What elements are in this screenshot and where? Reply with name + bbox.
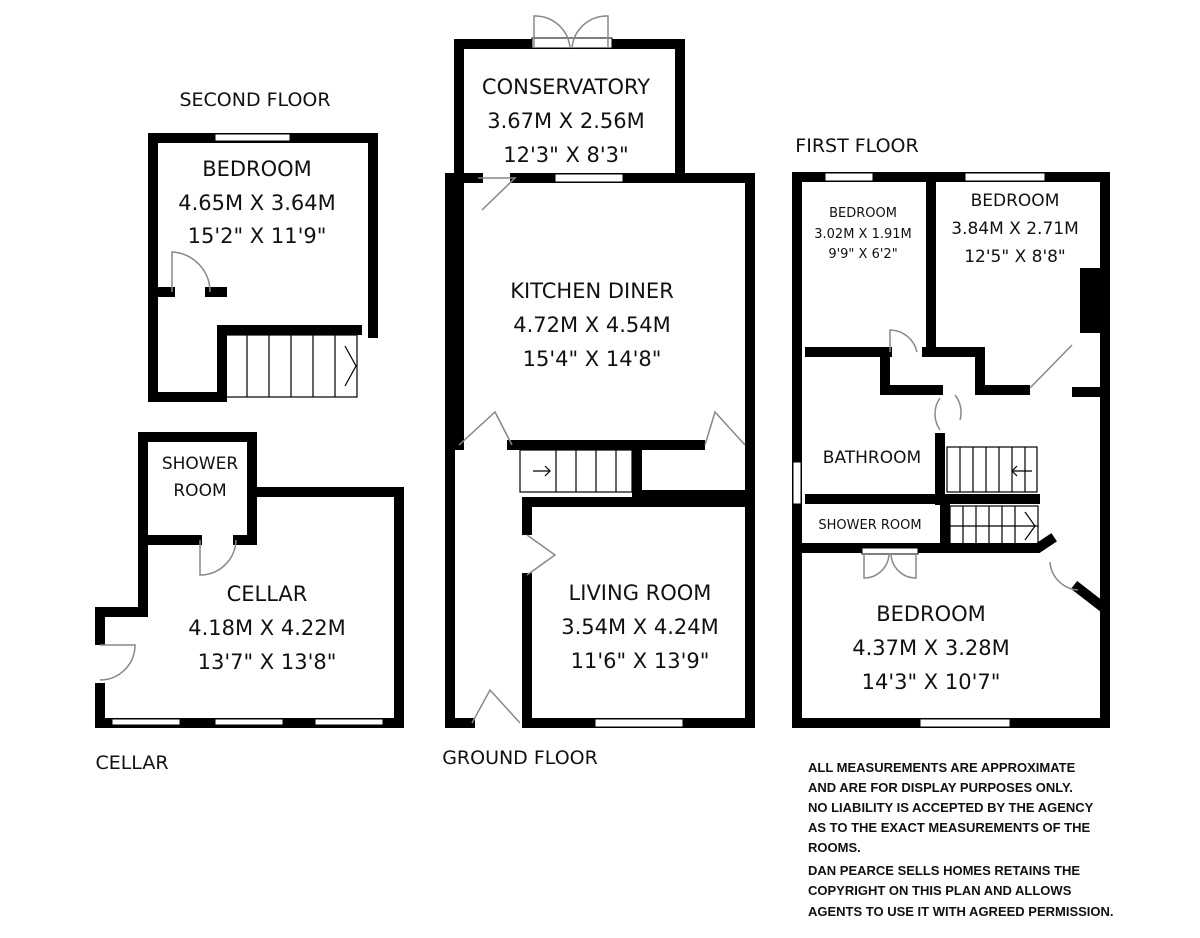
ground-floor-label: GROUND FLOOR: [442, 747, 598, 769]
french-doors: [861, 547, 919, 555]
staircase: [224, 334, 358, 398]
door: [526, 534, 557, 576]
room-metric: 3.84M X 2.71M: [951, 219, 1079, 239]
chimney-breast: [1080, 268, 1100, 333]
room-name: SHOWER: [162, 454, 239, 474]
disclaimer-line: NO LIABILITY IS ACCEPTED BY THE AGENCY: [808, 800, 1094, 815]
room-name: BATHROOM: [823, 448, 921, 468]
door: [863, 552, 917, 579]
wall: [880, 347, 943, 395]
staircase: [949, 505, 1039, 547]
door: [1049, 561, 1079, 591]
disclaimer-line: COPYRIGHT ON THIS PLAN AND ALLOWS: [808, 883, 1072, 898]
room-name: BEDROOM: [971, 191, 1060, 211]
disclaimer-line: AS TO THE EXACT MEASUREMENTS OF THE: [808, 820, 1090, 835]
window: [111, 718, 181, 726]
wall: [148, 133, 378, 402]
room-imperial: 15'4" X 14'8": [523, 347, 662, 371]
room-metric: 3.02M X 1.91M: [814, 227, 912, 242]
door: [171, 251, 211, 293]
window: [824, 172, 874, 182]
room-metric: 3.67M X 2.56M: [487, 109, 645, 133]
window: [964, 172, 1046, 182]
cellar-plan: [95, 432, 404, 728]
room-name: CONSERVATORY: [482, 75, 650, 99]
door: [99, 644, 136, 681]
second-floor-label: SECOND FLOOR: [179, 89, 330, 111]
door: [533, 15, 609, 49]
cellar-label: CELLAR: [95, 752, 168, 774]
door: [199, 539, 237, 576]
disclaimer-line: AGENTS TO USE IT WITH AGREED PERMISSION.: [808, 904, 1114, 919]
room-imperial: 9'9" X 6'2": [828, 247, 897, 262]
staircase: [946, 446, 1038, 493]
door: [704, 410, 746, 446]
window: [594, 718, 684, 728]
first-floor-plan: [792, 172, 1110, 728]
room-imperial: 13'7" X 13'8": [198, 650, 337, 674]
disclaimer: ALL MEASUREMENTS ARE APPROXIMATE AND ARE…: [808, 760, 1114, 919]
wall: [95, 535, 148, 645]
wall: [1070, 580, 1108, 613]
room-metric: 3.54M X 4.24M: [561, 615, 719, 639]
room-name: KITCHEN DINER: [510, 279, 674, 303]
window: [792, 461, 802, 505]
window: [214, 718, 284, 726]
first-floor-label: FIRST FLOOR: [795, 135, 918, 157]
second-floor-plan: [148, 133, 378, 402]
room-name: BEDROOM: [876, 602, 986, 626]
wall: [217, 325, 362, 402]
window: [554, 173, 624, 183]
room-name: SHOWER ROOM: [818, 518, 921, 533]
disclaimer-line: ROOMS.: [808, 840, 861, 855]
window: [214, 133, 291, 142]
wall: [632, 440, 755, 500]
room-name: CELLAR: [227, 582, 308, 606]
disclaimer-line: AND ARE FOR DISPLAY PURPOSES ONLY.: [808, 780, 1073, 795]
room-imperial: 15'2" X 11'9": [188, 224, 327, 248]
staircase: [519, 449, 633, 493]
room-imperial: 11'6" X 13'9": [571, 649, 710, 673]
disclaimer-line: ALL MEASUREMENTS ARE APPROXIMATE: [808, 760, 1076, 775]
door: [458, 410, 513, 446]
room-metric: 4.65M X 3.64M: [178, 191, 336, 215]
room-metric: 4.37M X 3.28M: [852, 636, 1010, 660]
room-name: ROOM: [173, 481, 226, 501]
wall: [797, 533, 1057, 553]
door: [889, 329, 918, 353]
wall: [922, 347, 1030, 395]
door: [1029, 344, 1073, 389]
wall: [522, 497, 755, 535]
door: [478, 177, 517, 211]
ground-floor-plan: [445, 15, 755, 728]
door: [934, 394, 962, 431]
room-name: LIVING ROOM: [569, 581, 712, 605]
window: [919, 718, 1011, 728]
door: [471, 688, 521, 724]
room-name: BEDROOM: [829, 206, 897, 221]
window: [314, 718, 384, 726]
room-imperial: 14'3" X 10'7": [862, 670, 1001, 694]
room-metric: 4.18M X 4.22M: [188, 616, 346, 640]
room-imperial: 12'5" X 8'8": [964, 247, 1066, 267]
room-metric: 4.72M X 4.54M: [513, 313, 671, 337]
disclaimer-line: DAN PEARCE SELLS HOMES RETAINS THE: [808, 863, 1080, 878]
room-name: BEDROOM: [202, 157, 312, 181]
room-imperial: 12'3" X 8'3": [503, 143, 628, 167]
